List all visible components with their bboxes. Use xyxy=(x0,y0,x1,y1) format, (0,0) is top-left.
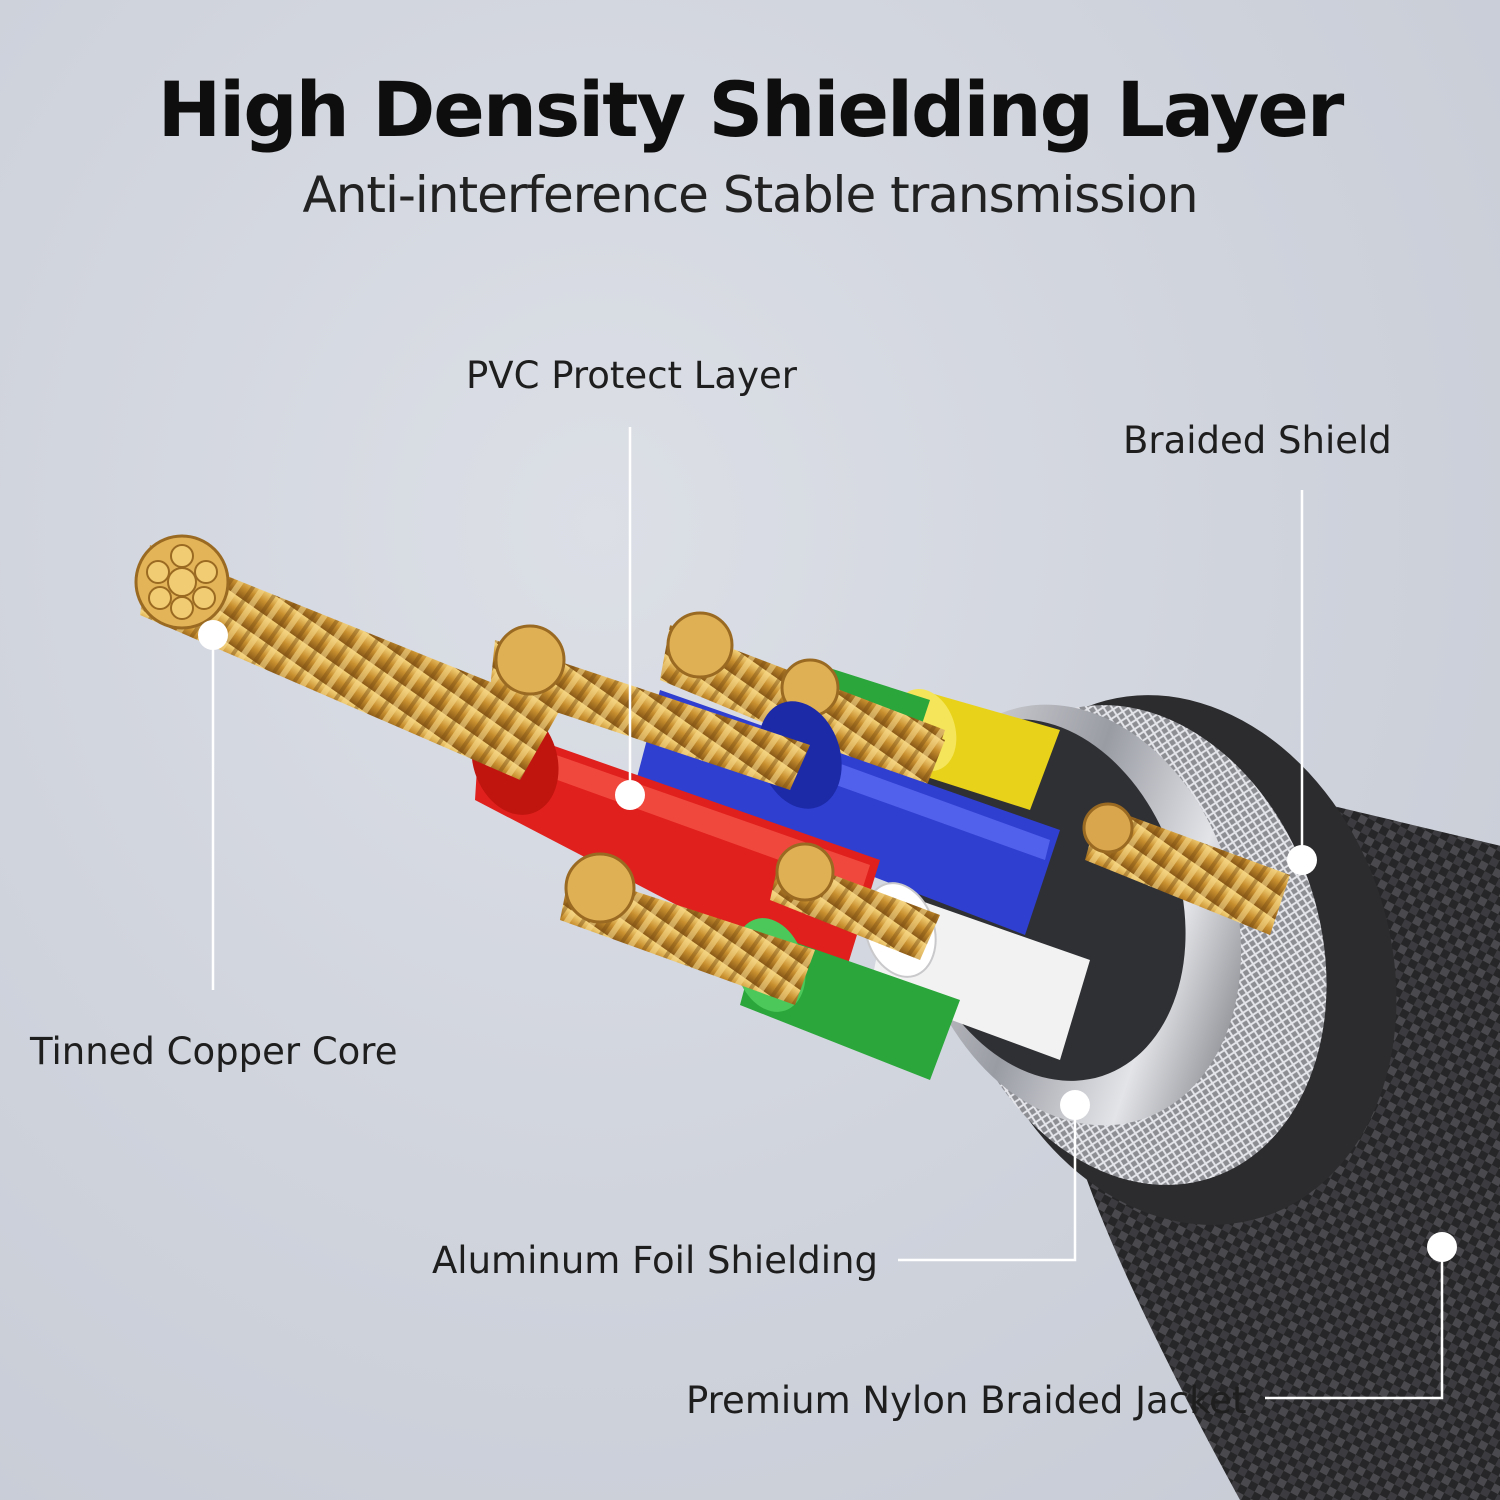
page-subtitle: Anti-interference Stable transmission xyxy=(302,166,1198,224)
label-aluminum-foil-shielding: Aluminum Foil Shielding xyxy=(432,1239,878,1282)
copper-wire-lower xyxy=(560,852,815,1005)
label-nylon-braided-jacket: Premium Nylon Braided Jacket xyxy=(686,1379,1247,1422)
copper-wire-red xyxy=(490,624,810,790)
copper-wire-white xyxy=(770,842,940,960)
callout-jacket-line xyxy=(1265,1232,1457,1400)
callout-core-line xyxy=(198,620,228,990)
page-title: High Density Shielding Layer xyxy=(157,65,1345,154)
label-braided-shield: Braided Shield xyxy=(1123,419,1392,462)
callout-foil-line xyxy=(898,1090,1090,1262)
label-tinned-copper-core: Tinned Copper Core xyxy=(30,1030,398,1073)
copper-wire-right xyxy=(1082,802,1290,935)
tinned-copper-core xyxy=(134,534,560,780)
label-pvc-protect-layer: PVC Protect Layer xyxy=(466,354,797,397)
callout-pvc-line xyxy=(615,427,645,810)
callout-braided-line xyxy=(1287,490,1317,875)
